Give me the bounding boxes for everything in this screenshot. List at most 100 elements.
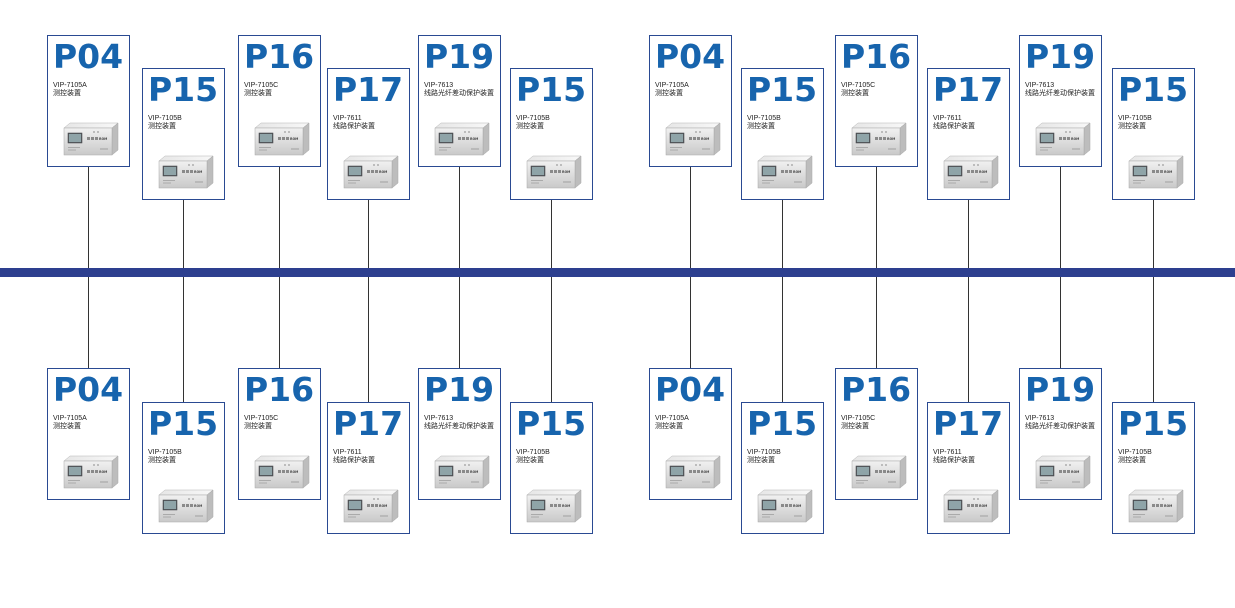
device-model: VIP-7105C <box>841 415 876 422</box>
device-face-label: ROM <box>701 137 709 141</box>
device-model: VIP-7611 <box>333 449 362 456</box>
device-code: P16 <box>841 37 912 76</box>
device-code: P19 <box>1025 370 1096 409</box>
device-face-label: ROM <box>701 470 709 474</box>
device-model: VIP-7105B <box>148 115 182 122</box>
device-card-p04[interactable]: P04 VIP-7105A 测控装置 ROM <box>47 368 130 500</box>
device-description: 线路光纤差动保护装置 <box>1025 423 1095 430</box>
device-face-label: ROM <box>1071 137 1079 141</box>
device-description: 线路光纤差动保护装置 <box>1025 90 1095 97</box>
relay-device-icon: ROM <box>434 455 490 489</box>
device-card-p16[interactable]: P16 VIP-7105C 测控装置 ROM <box>238 35 321 167</box>
device-model: VIP-7611 <box>933 449 962 456</box>
device-face-label: ROM <box>887 470 895 474</box>
device-card-p15[interactable]: P15 VIP-7105B 测控装置 ROM <box>1112 402 1195 534</box>
device-description: 测控装置 <box>747 457 775 464</box>
device-code: P15 <box>747 70 818 109</box>
device-code: P19 <box>424 37 495 76</box>
device-card-p15[interactable]: P15 VIP-7105B 测控装置 ROM <box>741 402 824 534</box>
relay-device-icon: ROM <box>343 155 399 189</box>
relay-device-icon: ROM <box>63 455 119 489</box>
device-card-p19[interactable]: P19 VIP-7613 线路光纤差动保护装置 ROM <box>1019 368 1102 500</box>
device-code: P16 <box>841 370 912 409</box>
relay-device-icon: ROM <box>665 455 721 489</box>
device-code: P15 <box>148 70 219 109</box>
device-model: VIP-7105B <box>516 115 550 122</box>
device-code: P17 <box>933 70 1004 109</box>
device-face-label: ROM <box>470 470 478 474</box>
device-card-p16[interactable]: P16 VIP-7105C 测控装置 ROM <box>238 368 321 500</box>
device-card-p15[interactable]: P15 VIP-7105B 测控装置 ROM <box>510 68 593 200</box>
relay-device-icon: ROM <box>757 489 813 523</box>
device-description: 线路保护装置 <box>333 457 375 464</box>
device-face-label: ROM <box>979 504 987 508</box>
device-card-p19[interactable]: P19 VIP-7613 线路光纤差动保护装置 ROM <box>418 35 501 167</box>
device-description: 测控装置 <box>1118 457 1146 464</box>
device-code: P19 <box>424 370 495 409</box>
device-face-label: ROM <box>194 504 202 508</box>
device-description: 测控装置 <box>516 123 544 130</box>
device-model: VIP-7613 <box>1025 415 1055 422</box>
device-code: P17 <box>933 404 1004 443</box>
relay-device-icon: ROM <box>943 489 999 523</box>
device-card-p17[interactable]: P17 VIP-7611 线路保护装置 ROM <box>327 68 410 200</box>
device-model: VIP-7105C <box>841 82 876 89</box>
device-card-p17[interactable]: P17 VIP-7611 线路保护装置 ROM <box>927 402 1010 534</box>
device-model: VIP-7105B <box>747 449 781 456</box>
device-code: P17 <box>333 70 404 109</box>
device-code: P04 <box>53 370 124 409</box>
device-code: P15 <box>516 70 587 109</box>
device-code: P04 <box>655 370 726 409</box>
relay-device-icon: ROM <box>851 122 907 156</box>
relay-device-icon: ROM <box>1035 122 1091 156</box>
relay-device-icon: ROM <box>665 122 721 156</box>
device-card-p04[interactable]: P04 VIP-7105A 测控装置 ROM <box>649 35 732 167</box>
device-card-p19[interactable]: P19 VIP-7613 线路光纤差动保护装置 ROM <box>418 368 501 500</box>
relay-device-icon: ROM <box>526 489 582 523</box>
device-card-p19[interactable]: P19 VIP-7613 线路光纤差动保护装置 ROM <box>1019 35 1102 167</box>
device-card-p04[interactable]: P04 VIP-7105A 测控装置 ROM <box>47 35 130 167</box>
relay-device-icon: ROM <box>254 122 310 156</box>
device-face-label: ROM <box>887 137 895 141</box>
device-description: 测控装置 <box>841 423 869 430</box>
device-card-p16[interactable]: P16 VIP-7105C 测控装置 ROM <box>835 368 918 500</box>
device-model: VIP-7105A <box>655 82 689 89</box>
device-code: P04 <box>53 37 124 76</box>
device-description: 测控装置 <box>1118 123 1146 130</box>
relay-device-icon: ROM <box>757 155 813 189</box>
relay-device-icon: ROM <box>1035 455 1091 489</box>
device-card-p15[interactable]: P15 VIP-7105B 测控装置 ROM <box>142 402 225 534</box>
device-face-label: ROM <box>194 170 202 174</box>
device-card-p15[interactable]: P15 VIP-7105B 测控装置 ROM <box>510 402 593 534</box>
relay-device-icon: ROM <box>343 489 399 523</box>
device-face-label: ROM <box>979 170 987 174</box>
relay-device-icon: ROM <box>851 455 907 489</box>
device-model: VIP-7105A <box>53 415 87 422</box>
device-description: 线路光纤差动保护装置 <box>424 90 494 97</box>
device-card-p15[interactable]: P15 VIP-7105B 测控装置 ROM <box>1112 68 1195 200</box>
device-face-label: ROM <box>1164 504 1172 508</box>
device-face-label: ROM <box>99 137 107 141</box>
device-code: P16 <box>244 37 315 76</box>
device-description: 测控装置 <box>148 123 176 130</box>
device-model: VIP-7105B <box>1118 449 1152 456</box>
relay-device-icon: ROM <box>254 455 310 489</box>
device-card-p15[interactable]: P15 VIP-7105B 测控装置 ROM <box>142 68 225 200</box>
device-card-p17[interactable]: P17 VIP-7611 线路保护装置 ROM <box>927 68 1010 200</box>
device-card-p16[interactable]: P16 VIP-7105C 测控装置 ROM <box>835 35 918 167</box>
device-face-label: ROM <box>290 137 298 141</box>
device-description: 测控装置 <box>244 423 272 430</box>
device-code: P15 <box>1118 70 1189 109</box>
device-model: VIP-7105C <box>244 415 279 422</box>
device-card-p15[interactable]: P15 VIP-7105B 测控装置 ROM <box>741 68 824 200</box>
relay-device-icon: ROM <box>158 489 214 523</box>
device-code: P19 <box>1025 37 1096 76</box>
relay-device-icon: ROM <box>434 122 490 156</box>
device-card-p04[interactable]: P04 VIP-7105A 测控装置 ROM <box>649 368 732 500</box>
relay-device-icon: ROM <box>1128 155 1184 189</box>
device-card-p17[interactable]: P17 VIP-7611 线路保护装置 ROM <box>327 402 410 534</box>
device-description: 测控装置 <box>53 90 81 97</box>
device-face-label: ROM <box>562 170 570 174</box>
device-code: P15 <box>148 404 219 443</box>
device-description: 线路保护装置 <box>333 123 375 130</box>
